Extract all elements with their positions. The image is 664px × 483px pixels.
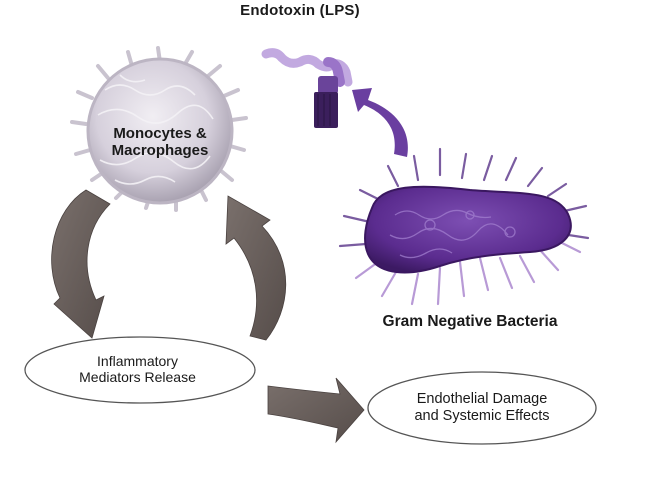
arrow-monocytes-to-mediators — [51, 189, 111, 339]
monocytes-label-line2: Macrophages — [111, 142, 209, 160]
endothelial-ellipse — [367, 371, 597, 445]
monocytes-label: Monocytes & Macrophages — [80, 125, 240, 160]
mediators-ellipse — [24, 336, 256, 404]
arrow-mediators-to-endothelial — [267, 377, 365, 444]
mediators-label-line2: Mediators Release — [79, 369, 196, 386]
lps-molecule-image — [261, 48, 353, 128]
monocyte-cell-image — [70, 46, 248, 212]
mediators-label-line1: Inflammatory — [97, 353, 178, 369]
mediators-label: Inflammatory Mediators Release — [25, 353, 250, 385]
bacteria-pili-lower — [354, 238, 582, 306]
endotoxin-label: Endotoxin (LPS) — [240, 2, 360, 19]
bacteria-label: Gram Negative Bacteria — [382, 313, 558, 330]
bacteria-texture — [389, 209, 516, 259]
monocytes-label-line1: Monocytes & — [113, 125, 207, 142]
bacteria-image — [338, 147, 590, 306]
bacteria-body — [364, 185, 572, 274]
endothelial-label: Endothelial Damage and Systemic Effects — [367, 391, 597, 424]
cell-membrane-texture — [97, 74, 214, 185]
endothelial-label-line2: and Systemic Effects — [414, 407, 550, 424]
bacteria-pili — [338, 147, 590, 248]
endothelial-label-line1: Endothelial Damage — [416, 391, 548, 407]
arrow-bacteria-to-lps — [352, 88, 408, 157]
arrow-mediators-to-monocytes — [225, 195, 287, 341]
